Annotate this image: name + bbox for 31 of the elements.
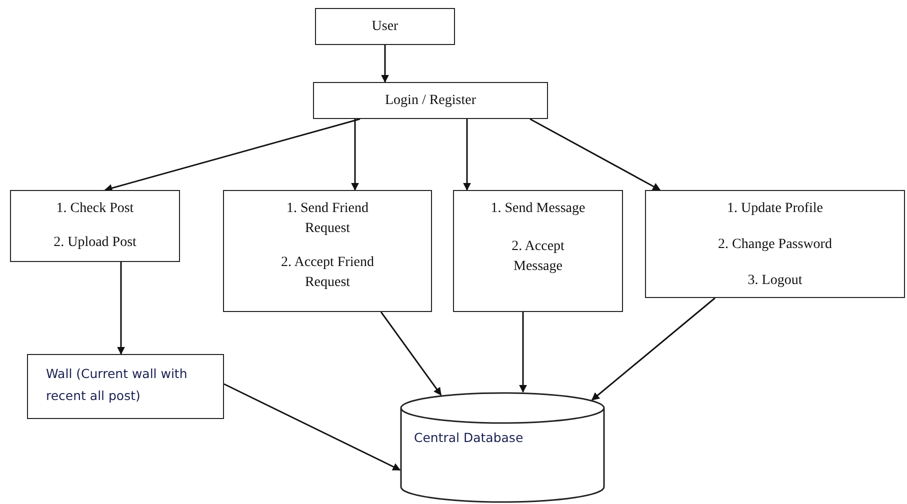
- node-label: 1. Check Post: [55, 200, 135, 218]
- arrow: [380, 312, 442, 396]
- arrow: [519, 312, 527, 393]
- node-label: Login / Register: [384, 92, 477, 110]
- node-label: 2. Change Password: [717, 236, 833, 254]
- node-label: 1. Send Friend Request: [285, 200, 370, 238]
- arrow: [381, 45, 389, 83]
- arrow: [104, 118, 360, 192]
- database-cylinder: [400, 392, 605, 503]
- arrow: [530, 118, 661, 191]
- arrow: [351, 119, 359, 191]
- node-label: 1. Send Message: [490, 200, 586, 218]
- arrow: [224, 383, 401, 471]
- process-box: [313, 82, 548, 119]
- arrow: [117, 262, 125, 355]
- node-label: 2. Upload Post: [52, 234, 138, 252]
- process-box: [315, 8, 455, 45]
- arrow: [463, 119, 471, 191]
- node-label: 2. Accept Message: [510, 238, 566, 276]
- node-label: 3. Logout: [746, 272, 804, 290]
- arrow: [591, 297, 716, 401]
- node-label: Wall (Current wall with recent all post): [46, 365, 188, 405]
- process-box: [453, 190, 623, 312]
- node-label: Central Database: [414, 429, 524, 447]
- process-box: [645, 190, 905, 298]
- process-box: [27, 354, 224, 419]
- node-label: 2. Accept Friend Request: [280, 254, 375, 292]
- process-box: [10, 190, 180, 262]
- process-box: [223, 190, 432, 312]
- node-label: User: [370, 18, 400, 36]
- node-label: 1. Update Profile: [726, 200, 824, 218]
